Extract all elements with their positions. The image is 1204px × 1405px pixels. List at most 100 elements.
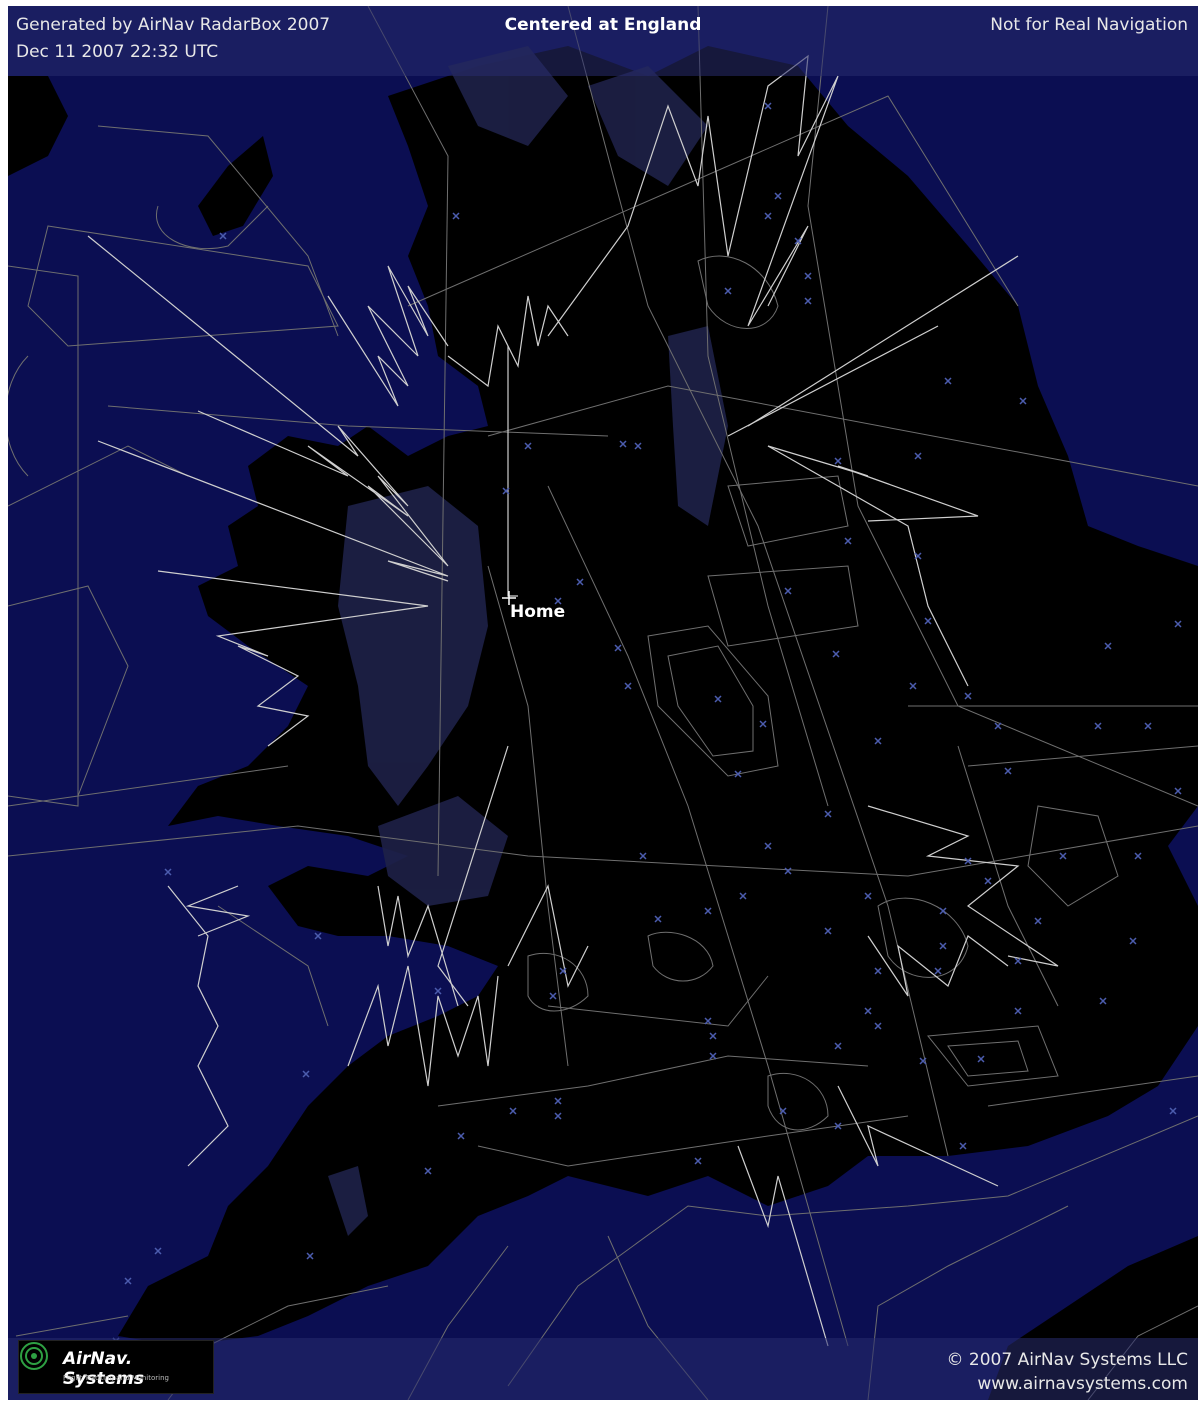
airport-marker-icon[interactable] <box>734 770 742 778</box>
airport-marker-icon[interactable] <box>654 915 662 923</box>
airport-marker-icon[interactable] <box>634 442 642 450</box>
airport-marker-icon[interactable] <box>1014 1007 1022 1015</box>
map-canvas[interactable] <box>8 6 1198 1400</box>
airport-marker-icon[interactable] <box>624 682 632 690</box>
airport-marker-icon[interactable] <box>977 1055 985 1063</box>
airport-marker-icon[interactable] <box>154 1247 162 1255</box>
airport-marker-icon[interactable] <box>779 1107 787 1115</box>
airport-marker-icon[interactable] <box>576 578 584 586</box>
airport-marker-icon[interactable] <box>924 617 932 625</box>
airport-marker-icon[interactable] <box>452 212 460 220</box>
timestamp-text: Dec 11 2007 22:32 UTC <box>16 42 219 62</box>
airport-marker-icon[interactable] <box>874 1022 882 1030</box>
airport-marker-icon[interactable] <box>509 1107 517 1115</box>
airport-marker-icon[interactable] <box>939 942 947 950</box>
airport-marker-icon[interactable] <box>554 1112 562 1120</box>
copyright-text: © 2007 AirNav Systems LLC <box>946 1350 1188 1370</box>
airport-marker-icon[interactable] <box>914 552 922 560</box>
airport-marker-icon[interactable] <box>614 644 622 652</box>
airport-marker-icon[interactable] <box>944 377 952 385</box>
website-link[interactable]: www.airnavsystems.com <box>977 1374 1188 1394</box>
airport-marker-icon[interactable] <box>619 440 627 448</box>
airport-marker-icon[interactable] <box>984 877 992 885</box>
airport-marker-icon[interactable] <box>824 927 832 935</box>
airport-marker-icon[interactable] <box>164 868 172 876</box>
airport-marker-icon[interactable] <box>1099 997 1107 1005</box>
airport-marker-icon[interactable] <box>874 967 882 975</box>
airport-marker-icon[interactable] <box>704 907 712 915</box>
airport-marker-icon[interactable] <box>964 857 972 865</box>
airport-marker-icon[interactable] <box>864 892 872 900</box>
airport-marker-icon[interactable] <box>549 992 557 1000</box>
airport-marker-icon[interactable] <box>764 842 772 850</box>
airport-marker-icon[interactable] <box>424 1167 432 1175</box>
airport-marker-icon[interactable] <box>804 272 812 280</box>
airport-marker-icon[interactable] <box>524 442 532 450</box>
airport-marker-icon[interactable] <box>709 1052 717 1060</box>
airport-marker-icon[interactable] <box>764 102 772 110</box>
airport-marker-icon[interactable] <box>694 1157 702 1165</box>
airport-marker-icon[interactable] <box>314 932 322 940</box>
airport-marker-icon[interactable] <box>864 1007 872 1015</box>
airport-marker-icon[interactable] <box>914 452 922 460</box>
airport-marker-icon[interactable] <box>834 1122 842 1130</box>
airport-marker-icon[interactable] <box>759 720 767 728</box>
airport-marker-icon[interactable] <box>502 487 510 495</box>
airport-marker-icon[interactable] <box>1104 642 1112 650</box>
airport-marker-icon[interactable] <box>1019 397 1027 405</box>
airport-marker-icon[interactable] <box>1174 620 1182 628</box>
airport-marker-icon[interactable] <box>874 737 882 745</box>
airport-marker-icon[interactable] <box>554 1097 562 1105</box>
airport-marker-icon[interactable] <box>934 967 942 975</box>
generated-by-text: Generated by AirNav RadarBox 2007 <box>16 15 331 35</box>
airport-marker-icon[interactable] <box>964 692 972 700</box>
airport-marker-icon[interactable] <box>704 1017 712 1025</box>
airport-marker-icon[interactable] <box>434 987 442 995</box>
airport-marker-icon[interactable] <box>302 1070 310 1078</box>
airport-marker-icon[interactable] <box>554 597 562 605</box>
airport-marker-icon[interactable] <box>639 852 647 860</box>
airnav-logo[interactable]: AirNav. Systems Flight Tracking and Moni… <box>18 1340 214 1394</box>
airport-marker-icon[interactable] <box>1134 852 1142 860</box>
airport-marker-icon[interactable] <box>306 1252 314 1260</box>
airport-marker-icon[interactable] <box>457 1132 465 1140</box>
airport-marker-icon[interactable] <box>764 212 772 220</box>
airport-marker-icon[interactable] <box>959 1142 967 1150</box>
airport-marker-icon[interactable] <box>784 587 792 595</box>
airport-marker-icon[interactable] <box>994 722 1002 730</box>
airport-marker-icon[interactable] <box>794 237 802 245</box>
airport-marker-icon[interactable] <box>804 297 812 305</box>
airport-marker-icon[interactable] <box>824 810 832 818</box>
radar-map[interactable]: Home Generated by AirNav RadarBox 2007 D… <box>8 6 1198 1400</box>
airport-marker-icon[interactable] <box>834 457 842 465</box>
airport-marker-icon[interactable] <box>909 682 917 690</box>
airport-marker-icon[interactable] <box>919 1057 927 1065</box>
airport-marker-icon[interactable] <box>939 907 947 915</box>
airport-marker-icon[interactable] <box>1174 787 1182 795</box>
airport-marker-icon[interactable] <box>1004 767 1012 775</box>
airport-marker-icon[interactable] <box>844 537 852 545</box>
airport-marker-icon[interactable] <box>1059 852 1067 860</box>
airport-marker-icon[interactable] <box>739 892 747 900</box>
airport-marker-icon[interactable] <box>1169 1107 1177 1115</box>
airport-marker-icon[interactable] <box>784 867 792 875</box>
header-bar: Generated by AirNav RadarBox 2007 Dec 11… <box>8 6 1198 76</box>
airport-marker-icon[interactable] <box>559 967 567 975</box>
airport-marker-icon[interactable] <box>832 650 840 658</box>
airport-marker-icon[interactable] <box>1014 957 1022 965</box>
airport-marker-icon[interactable] <box>834 1042 842 1050</box>
airport-marker-icon[interactable] <box>1094 722 1102 730</box>
airport-marker-icon[interactable] <box>714 695 722 703</box>
airport-marker-icon[interactable] <box>1129 937 1137 945</box>
airport-markers <box>112 102 1182 1345</box>
airport-marker-icon[interactable] <box>124 1277 132 1285</box>
airport-marker-icon[interactable] <box>709 1032 717 1040</box>
land-layer <box>8 46 1198 1400</box>
airport-marker-icon[interactable] <box>774 192 782 200</box>
disclaimer-text: Not for Real Navigation <box>990 15 1188 35</box>
airport-marker-icon[interactable] <box>1034 917 1042 925</box>
airport-marker-icon[interactable] <box>1144 722 1152 730</box>
home-marker-icon[interactable] <box>502 591 516 605</box>
airport-marker-icon[interactable] <box>219 232 227 240</box>
airport-marker-icon[interactable] <box>724 287 732 295</box>
